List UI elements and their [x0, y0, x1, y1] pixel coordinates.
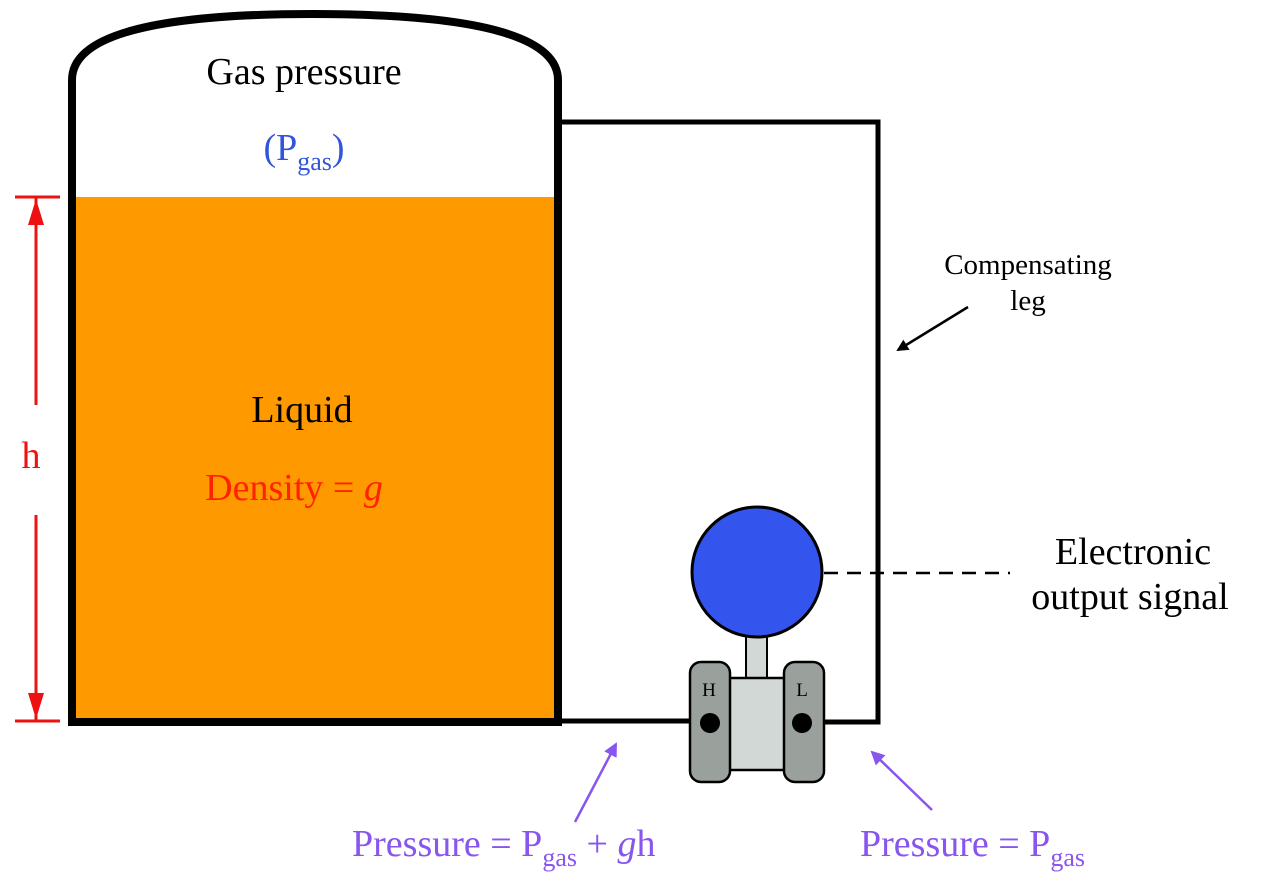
height-label: h — [22, 435, 41, 477]
compensating-leg-arrow — [896, 305, 969, 352]
low-port-dot — [792, 713, 812, 733]
liquid-fill — [74, 197, 556, 721]
tank-outline — [68, 9, 562, 726]
low-port-label: L — [796, 680, 808, 701]
transmitter-neck — [745, 635, 768, 683]
gas-pressure-label: Gas pressure — [206, 51, 401, 93]
compensating-leg-tube — [558, 119, 881, 725]
low-pressure-arrow — [870, 750, 933, 811]
liquid-density-label: Density = g — [205, 467, 383, 509]
high-port-dot — [700, 713, 720, 733]
transmitter-head — [690, 505, 824, 639]
high-pressure-arrow — [573, 742, 618, 823]
gas-pressure-symbol: (Pgas) — [263, 127, 344, 176]
high-port-label: H — [702, 680, 716, 701]
low-side-pressure-label: Pressure = Pgas — [860, 823, 1085, 872]
high-side-pressure-label: Pressure = Pgas + gh — [352, 823, 655, 872]
liquid-label: Liquid — [251, 389, 352, 431]
height-dimension — [15, 195, 60, 723]
